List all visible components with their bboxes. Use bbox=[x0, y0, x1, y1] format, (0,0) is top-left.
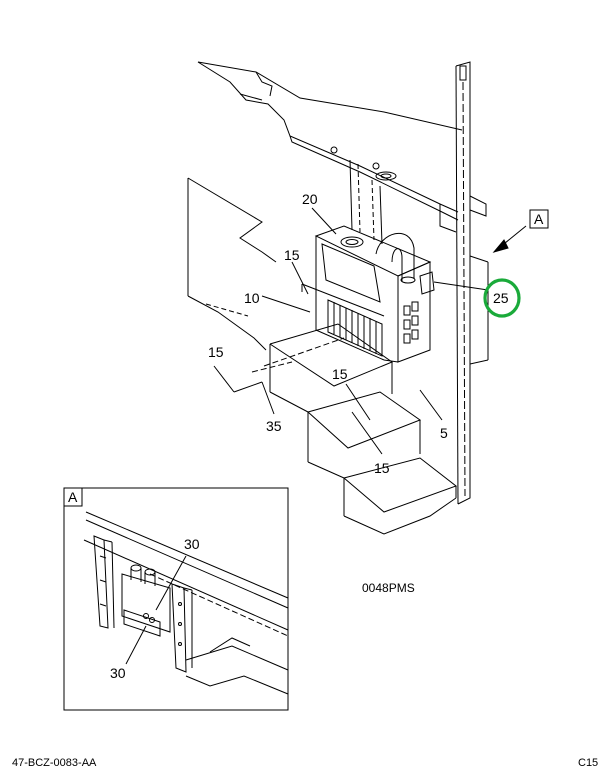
detail-view-letter: A bbox=[68, 489, 78, 505]
callout-10: 10 bbox=[244, 290, 260, 306]
heater-unit bbox=[301, 225, 435, 363]
callout-5: 5 bbox=[440, 425, 448, 441]
callout-25: 25 bbox=[493, 290, 509, 306]
callout-15-step-upper: 15 bbox=[332, 366, 348, 382]
vertical-post bbox=[455, 61, 489, 505]
callout-15-top: 15 bbox=[284, 247, 300, 263]
entry-steps bbox=[251, 323, 458, 535]
callout-20: 20 bbox=[302, 191, 318, 207]
detail-view-drawing bbox=[83, 511, 289, 695]
leader-lines bbox=[213, 207, 527, 455]
view-arrowhead bbox=[492, 239, 509, 253]
callout-15-step-lower: 15 bbox=[374, 460, 390, 476]
highlight-circle bbox=[483, 278, 521, 318]
view-label-box bbox=[529, 209, 549, 229]
detail-view-frame bbox=[63, 487, 289, 711]
floor-deck-panel bbox=[187, 177, 277, 351]
view-label-letter: A bbox=[534, 211, 544, 227]
drawing-code: 0048PMS bbox=[362, 581, 415, 595]
detail-callout-30-upper: 30 bbox=[184, 536, 200, 552]
callout-35: 35 bbox=[266, 418, 282, 434]
detail-callout-30-lower: 30 bbox=[110, 665, 126, 681]
callout-15-left: 15 bbox=[208, 344, 224, 360]
document-id: 47-BCZ-0083-AA bbox=[12, 757, 97, 769]
upper-frame-panel bbox=[197, 61, 463, 245]
page-number: C15 bbox=[578, 757, 599, 769]
detail-view-label-box bbox=[63, 487, 83, 507]
